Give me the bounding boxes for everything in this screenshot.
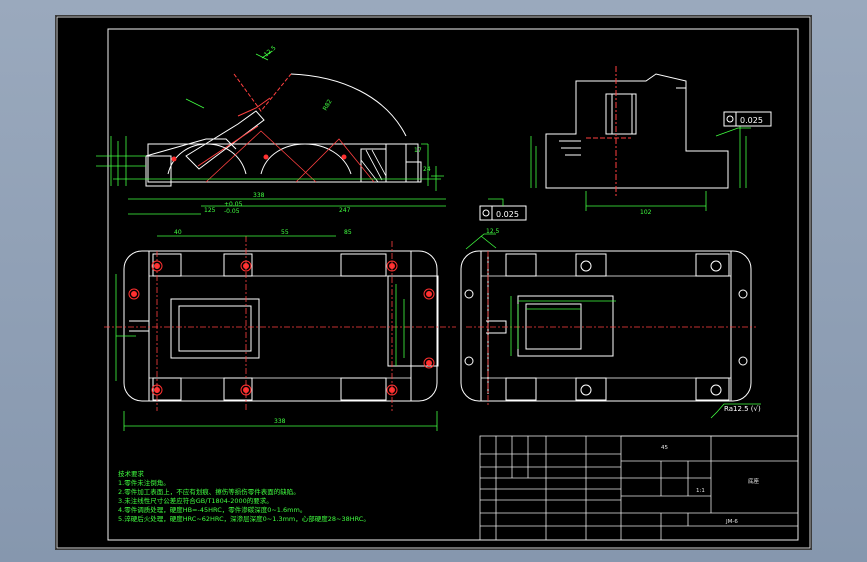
- title-block-text: 45 底座 1:1 JM-6: [661, 445, 760, 525]
- flatness-tolerance-front: 0.025: [479, 198, 527, 221]
- dim-r82: R82: [322, 98, 334, 112]
- dim-12-5: 12.5: [263, 44, 278, 58]
- dim-338-bottom: 338: [274, 418, 286, 425]
- dim-85: 85: [344, 229, 352, 236]
- dim-plus: +0.05: [224, 201, 243, 208]
- dim-338-top: 338: [253, 192, 265, 199]
- dim-125-top: 125: [204, 207, 216, 214]
- dim-minus: -0.05: [224, 208, 240, 215]
- sheet-frame: [56, 16, 811, 549]
- part-name: 底座: [748, 477, 760, 485]
- front-view: [145, 73, 422, 187]
- dim-40: 40: [174, 229, 182, 236]
- plan-left-dim-text: 40 55 85 338: [174, 229, 352, 425]
- title-block: [479, 435, 799, 541]
- material-value: 45: [661, 445, 668, 451]
- drawing-border: [107, 28, 799, 541]
- dim-102: 102: [640, 209, 652, 216]
- roughness-symbol-main: 12.5: [465, 228, 500, 250]
- dim-24: 24: [423, 166, 431, 173]
- dim-247: 247: [339, 207, 351, 214]
- notes-line-5: 5.淬硬后火处理，硬度HRC~62HRC，深渗层深度0~1.3mm，心部硬度28…: [118, 514, 370, 523]
- flatness-front-value: 0.025: [496, 210, 519, 219]
- flatness-side-value: 0.025: [740, 116, 763, 125]
- drawing-canvas: 338 125 +0.05 -0.05 247 12.5 R82 17 24 1…: [56, 16, 811, 549]
- dim-55: 55: [281, 229, 289, 236]
- notes-line-4: 4.零件调质处理，硬度HB=-45HRC，零件渗碳深度0~1.6mm。: [118, 505, 306, 514]
- cad-viewport[interactable]: 338 125 +0.05 -0.05 247 12.5 R82 17 24 1…: [55, 15, 812, 550]
- plan-right-lines: [466, 251, 756, 406]
- scale-value: 1:1: [696, 488, 705, 494]
- roughness-main-value: 12.5: [486, 228, 500, 235]
- front-dims: [96, 50, 446, 215]
- plan-left-centerlines: [104, 236, 456, 411]
- notes-line-1: 1.零件未注倒角。: [118, 478, 170, 487]
- plan-right-dims: [480, 235, 616, 356]
- side-dims: [530, 126, 751, 211]
- notes-line-3: 3.未注线性尺寸公差应符合GB/T1804-2000的要求。: [118, 496, 273, 505]
- roughness-bottom-value: Ra12.5 (√): [724, 405, 761, 413]
- plan-view-right: [460, 250, 752, 402]
- notes-title: 技术要求: [118, 469, 145, 478]
- front-dim-text: 338 125 +0.05 -0.05 247 12.5 R82 17 24: [204, 44, 431, 215]
- flatness-tolerance-side: 0.025: [723, 111, 772, 127]
- plan-view-left: [123, 250, 439, 402]
- plan-right-holes: [464, 260, 748, 396]
- technical-notes: 技术要求 1.零件未注倒角。 2.零件加工表面上，不应有划痕、擦伤等损伤零件表面…: [118, 469, 370, 523]
- side-view: [545, 66, 729, 196]
- notes-line-2: 2.零件加工表面上，不应有划痕、擦伤等损伤零件表面的缺陷。: [118, 487, 300, 496]
- plan-left-dims: [115, 235, 438, 431]
- dim-17: 17: [414, 147, 422, 154]
- side-dim-text: 102: [640, 209, 652, 216]
- drawing-code: JM-6: [725, 519, 738, 525]
- roughness-symbol-bottom: Ra12.5 (√): [710, 403, 761, 419]
